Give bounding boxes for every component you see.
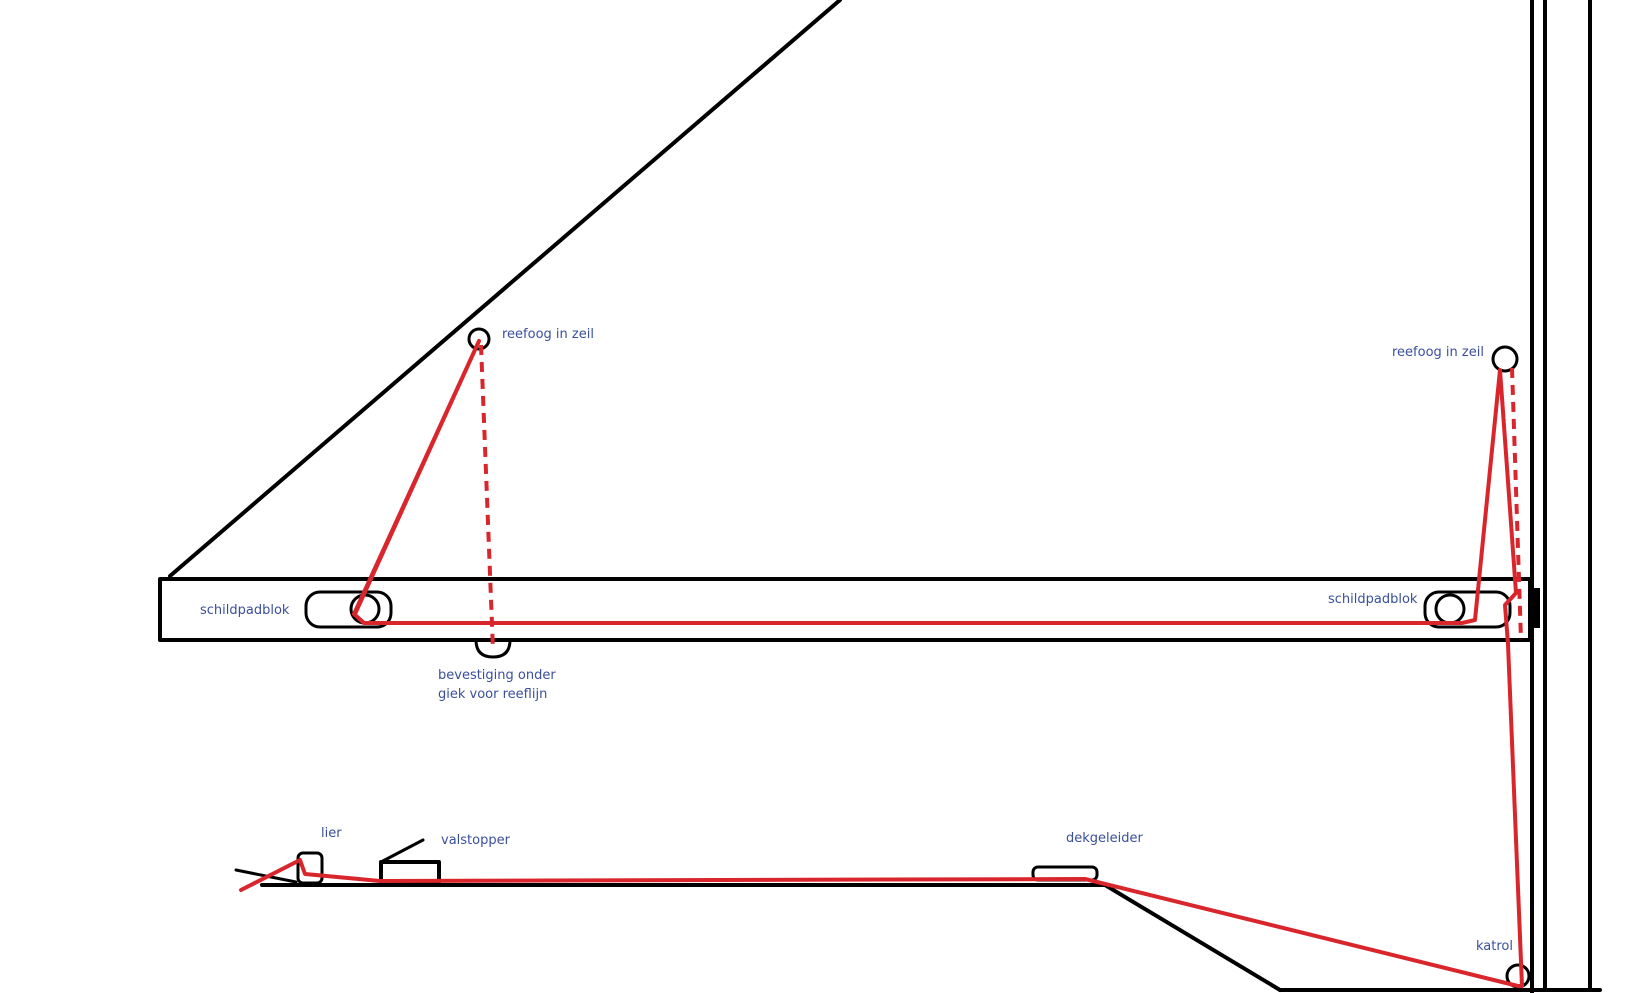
label-dekgeleider: dekgeleider — [1066, 831, 1144, 846]
mast — [1530, 0, 1592, 993]
label-reefoog-right: reefoog in zeil — [1392, 345, 1484, 360]
label-schildpadblok-left: schildpadblok — [200, 603, 290, 618]
bevestiging-hook — [474, 638, 512, 659]
label-bevestiging-1: bevestiging onder — [438, 668, 556, 683]
label-katrol: katrol — [1476, 939, 1513, 954]
label-bevestiging-2: giek voor reeflijn — [438, 687, 547, 702]
reefoog-left — [467, 327, 491, 351]
gooseneck — [1530, 588, 1540, 628]
reeflijn-hidden-left — [479, 344, 495, 651]
deck-slope — [1103, 883, 1282, 992]
sail-edge — [168, 0, 842, 578]
reefoog-right — [1491, 345, 1519, 373]
lier-icon — [234, 851, 324, 885]
label-valstopper: valstopper — [441, 833, 511, 848]
label-schildpadblok-right: schildpadblok — [1328, 592, 1418, 607]
label-lier: lier — [321, 826, 342, 841]
label-reefoog-left: reefoog in zeil — [502, 327, 594, 342]
reeflijn — [239, 339, 1524, 988]
reeflijn-hidden-right — [1510, 367, 1523, 641]
valstopper-icon — [379, 838, 441, 886]
